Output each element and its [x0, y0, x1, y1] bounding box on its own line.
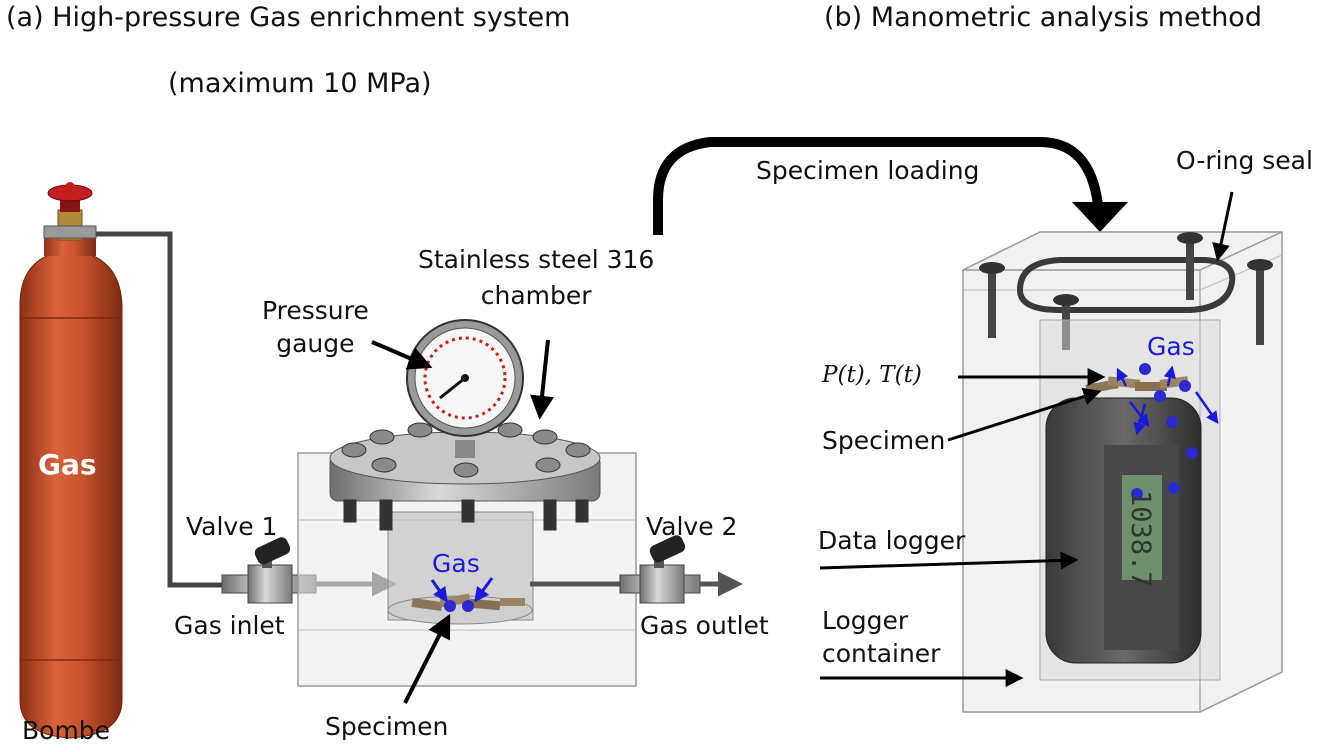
specimen-loading-label: Specimen loading: [756, 156, 980, 185]
gas-arrow: [430, 579, 448, 603]
oring-callout-arrow: [1212, 191, 1234, 262]
data-logger-label: Data logger: [818, 526, 966, 555]
container-bolts: [979, 232, 1273, 350]
specimen-b-callout-arrow: [947, 387, 1102, 442]
valve-2: [619, 535, 701, 604]
o-ring-seal-label: O-ring seal: [1176, 146, 1313, 175]
cylinder-gas-label: Gas: [38, 448, 97, 481]
supply-pipe: [96, 231, 225, 588]
bombe-label: Bombe: [22, 716, 111, 745]
valve-1: [221, 537, 317, 604]
container-gas-label: Gas: [1147, 332, 1195, 361]
cylinder-valve: [43, 182, 97, 241]
specimen-loading-arrow: [653, 137, 1103, 235]
logger-display-value: 1038.7: [1125, 490, 1156, 588]
specimen-a-label: Specimen: [325, 712, 449, 741]
gas-cylinder: [19, 238, 123, 739]
chamber-bolts: [341, 422, 591, 531]
gas-arrows-b: [1116, 365, 1219, 436]
gas-molecules-b: [1131, 363, 1198, 500]
gas-inlet-label: Gas inlet: [174, 611, 285, 640]
panel-a-title: (a) High-pressure Gas enrichment system: [6, 2, 571, 33]
gas-molecules-a: [444, 600, 474, 612]
o-ring-seal: [1016, 257, 1236, 313]
gas-arrow: [474, 577, 494, 603]
valve-1-label: Valve 1: [186, 512, 278, 541]
chamber-label: Stainless steel 316 chamber: [418, 245, 655, 310]
pressure-temperature-label: P(t), T(t): [822, 362, 922, 388]
pressure-gauge: [406, 319, 524, 458]
panel-a-subtitle: (maximum 10 MPa): [168, 68, 432, 99]
logger-callout-arrow: [819, 551, 1079, 570]
data-logger: [1045, 397, 1202, 664]
chamber-callout-arrow: [530, 339, 554, 420]
logger-container-label: Logger container: [822, 606, 941, 668]
valve-2-label: Valve 2: [646, 512, 738, 541]
specimen-b-label: Specimen: [822, 426, 946, 455]
panel-b-title: (b) Manometric analysis method: [824, 2, 1262, 33]
specimen-loading-arrowhead: [1072, 202, 1128, 232]
pressure-gauge-label: Pressure gauge: [262, 296, 369, 358]
chamber-gas-label: Gas: [432, 549, 480, 578]
gas-outlet-label: Gas outlet: [640, 611, 769, 640]
gauge-callout-arrow: [371, 340, 433, 370]
specimen-callout-arrow: [403, 613, 451, 704]
